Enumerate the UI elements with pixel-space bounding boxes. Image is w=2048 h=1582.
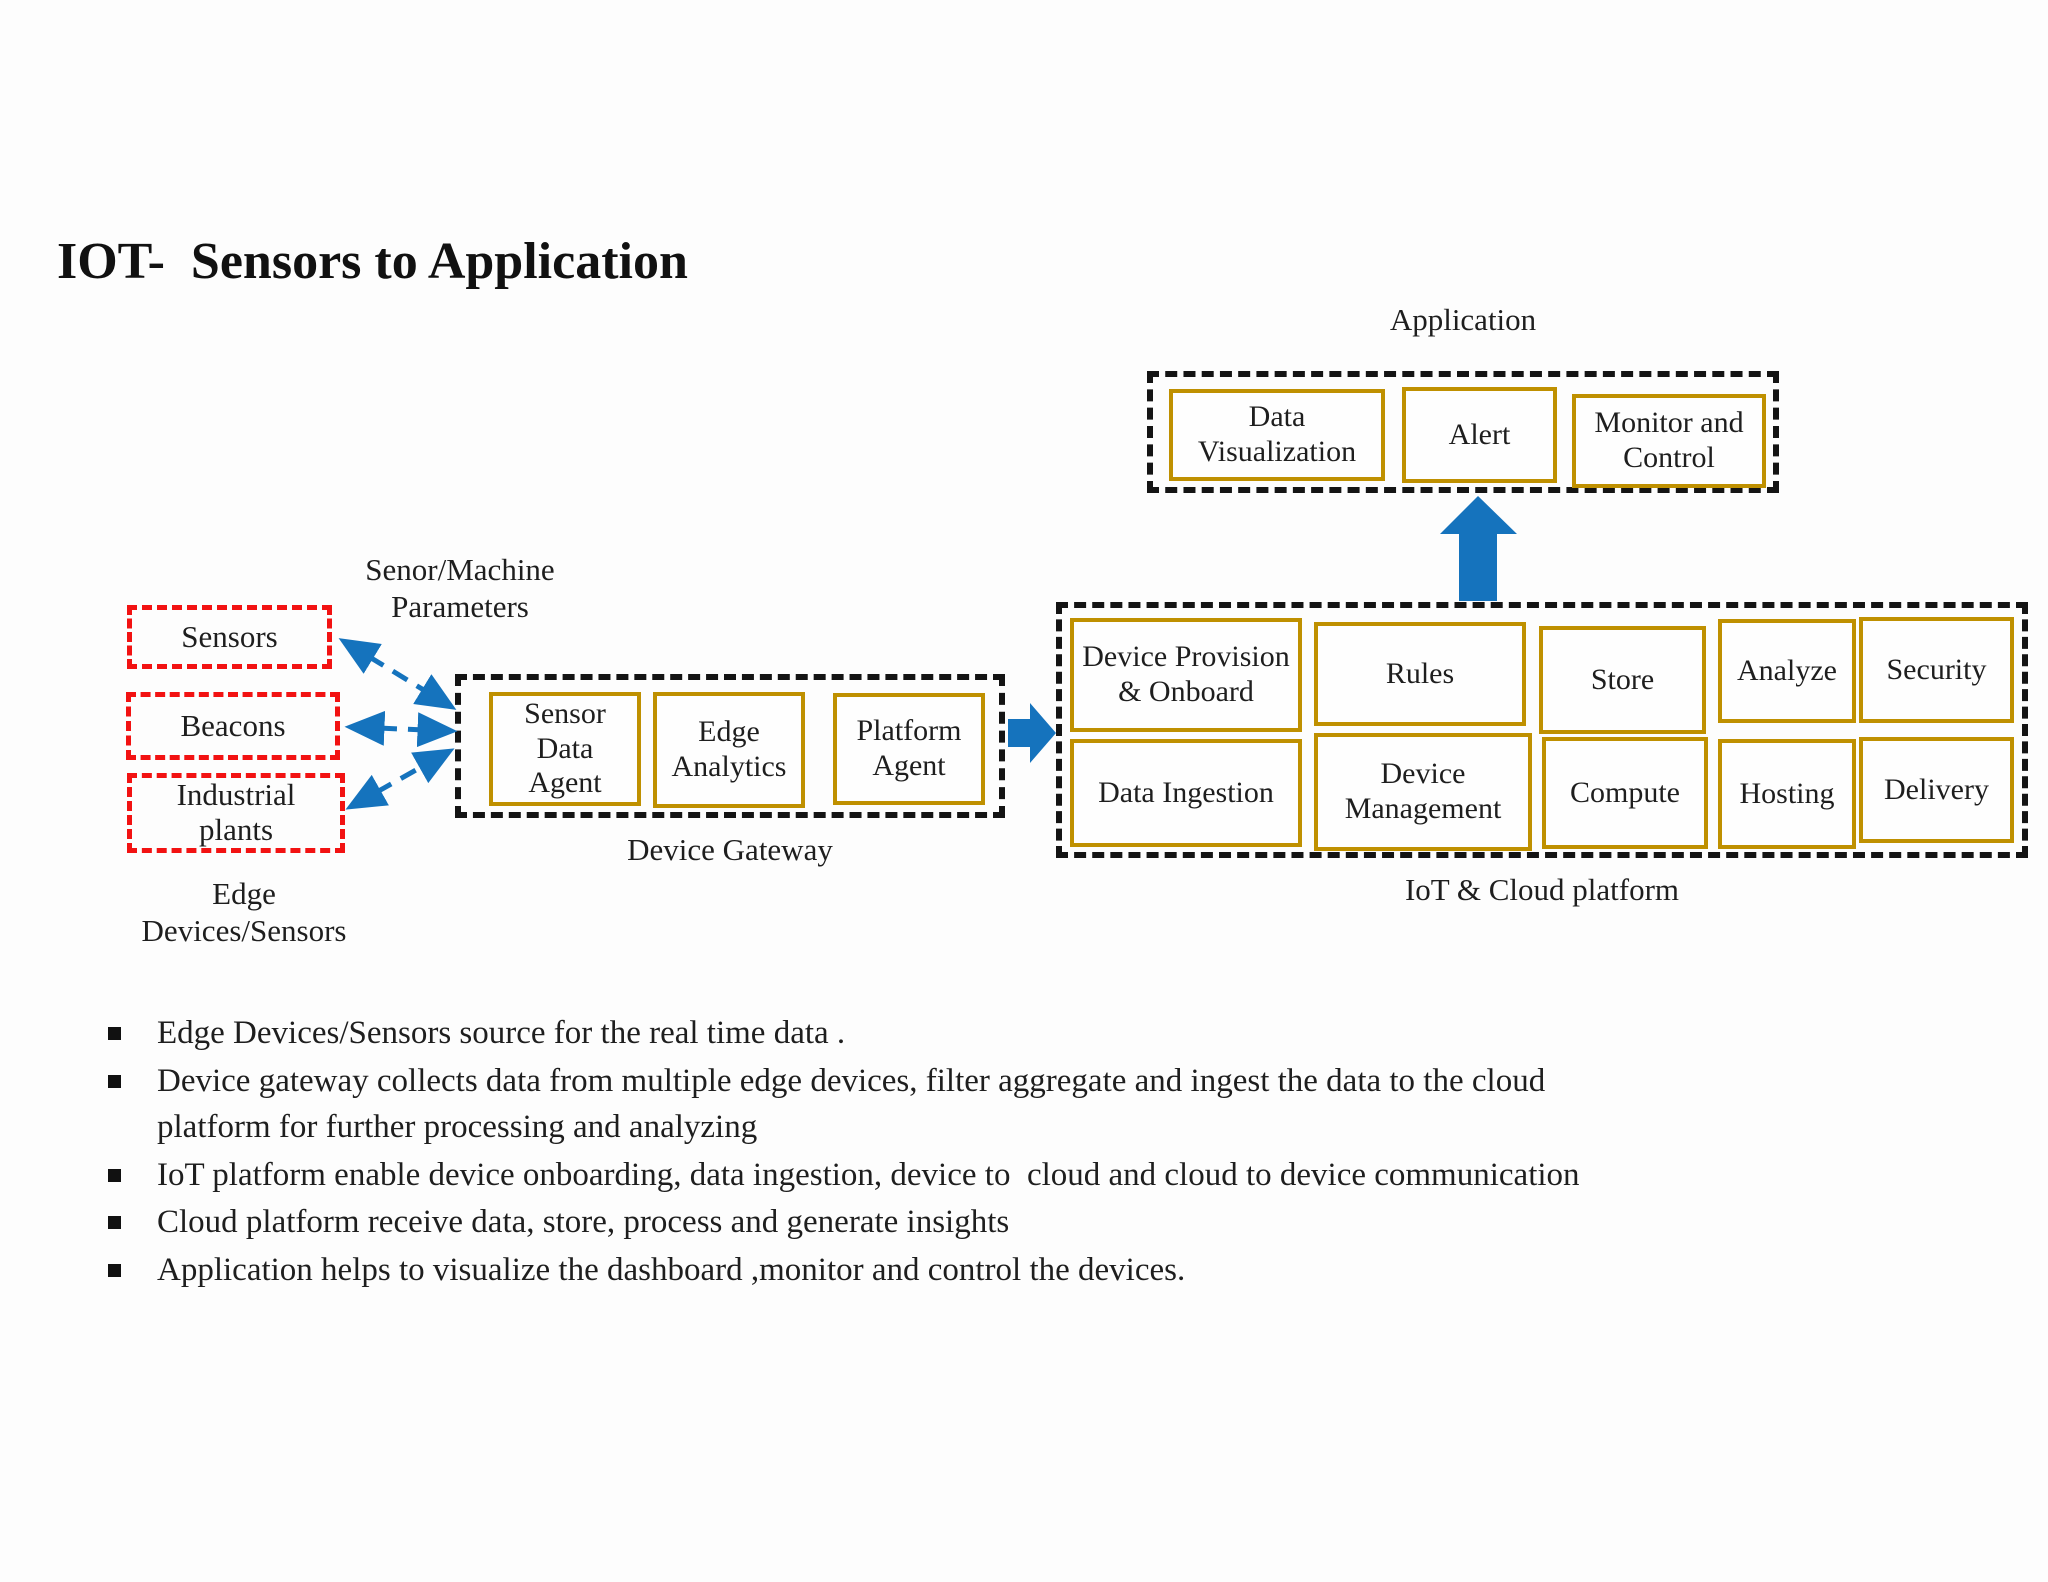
iot-cloud-platform-caption: IoT & Cloud platform (1404, 872, 1680, 907)
bullet-square-icon (108, 1168, 121, 1182)
platform-box-delivery: Delivery (1859, 737, 2014, 843)
gateway-to-platform-arrow (1008, 703, 1056, 763)
platform-box-analyze: Analyze (1718, 619, 1856, 723)
device-gateway-caption: Device Gateway (627, 832, 833, 867)
application-label: Application (1389, 302, 1537, 337)
edge-box-industrial-plants: Industrial plants (127, 773, 345, 853)
app-box-data-visualization: Data Visualization (1169, 389, 1385, 481)
bullet-text: Device gateway collects data from multip… (157, 1062, 1546, 1146)
gateway-box-platform-agent: Platform Agent (833, 693, 985, 805)
bullet-text: IoT platform enable device onboarding, d… (157, 1156, 1580, 1193)
bullet-square-icon (108, 1074, 121, 1088)
platform-box-device-management: Device Management (1314, 733, 1532, 851)
platform-box-compute: Compute (1542, 737, 1708, 849)
sensor-machine-parameters-label: Senor/Machine Parameters (365, 552, 555, 624)
platform-box-store: Store (1539, 626, 1706, 734)
edge-devices-caption: Edge Devices/Sensors (141, 876, 347, 948)
app-box-alert: Alert (1402, 387, 1557, 483)
bullet-square-icon (108, 1027, 121, 1040)
app-box-monitor-control: Monitor and Control (1572, 394, 1766, 488)
platform-to-application-arrow (1440, 496, 1517, 601)
bullet-item: Device gateway collects data from multip… (100, 1058, 1970, 1151)
platform-box-hosting: Hosting (1718, 739, 1856, 849)
platform-box-device-provision-onboard: Device Provision & Onboard (1070, 618, 1302, 732)
industrial-plants-to-gateway-arrow (345, 748, 455, 810)
bullet-text: Edge Devices/Sensors source for the real… (157, 1015, 846, 1051)
platform-box-rules: Rules (1314, 622, 1526, 726)
beacons-to-gateway-arrow (344, 710, 458, 748)
summary-bullet-list: Edge Devices/Sensors source for the real… (100, 1010, 1970, 1294)
bullet-item: IoT platform enable device onboarding, d… (100, 1152, 1970, 1199)
application-group-box: Data Visualization Alert Monitor and Con… (1147, 371, 1779, 493)
bullet-item: Cloud platform receive data, store, proc… (100, 1199, 1970, 1246)
sensors-to-gateway-arrow (338, 638, 457, 710)
bullet-item: Edge Devices/Sensors source for the real… (100, 1010, 1970, 1057)
page-title: IOT- Sensors to Application (57, 233, 688, 290)
platform-box-security: Security (1859, 617, 2014, 723)
device-gateway-group-box: Sensor Data Agent Edge Analytics Platfor… (455, 674, 1005, 818)
gateway-box-sensor-data-agent: Sensor Data Agent (489, 692, 641, 806)
bullet-text: Cloud platform receive data, store, proc… (157, 1204, 1010, 1241)
iot-cloud-platform-group-box: Device Provision & Onboard Rules Store A… (1056, 602, 2028, 858)
edge-box-beacons: Beacons (126, 692, 340, 760)
bullet-item: Application helps to visualize the dashb… (100, 1247, 1970, 1294)
bullet-text: Application helps to visualize the dashb… (157, 1251, 1186, 1288)
platform-box-data-ingestion: Data Ingestion (1070, 739, 1302, 847)
bullet-square-icon (108, 1216, 121, 1230)
edge-box-sensors: Sensors (127, 605, 332, 669)
gateway-box-edge-analytics: Edge Analytics (653, 692, 805, 808)
bullet-square-icon (108, 1263, 121, 1277)
